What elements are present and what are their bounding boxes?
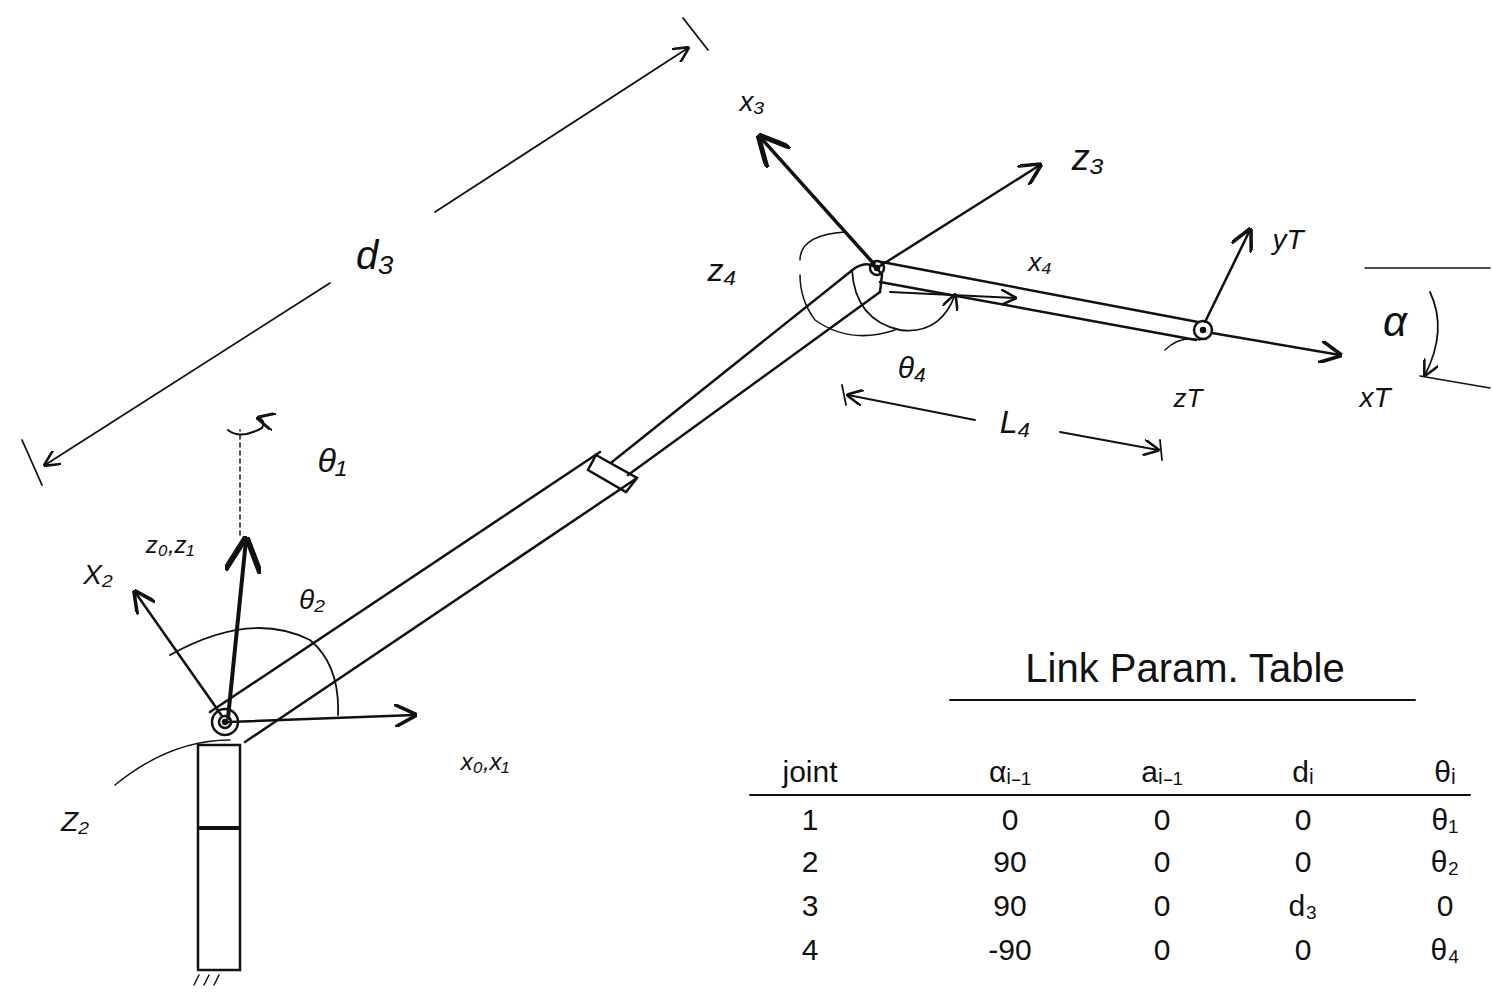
table-cell: 0: [1152, 891, 1173, 921]
table-cell: 1: [800, 805, 821, 835]
table-header: aᵢ₋₁: [1139, 757, 1185, 787]
angle-label: θ₂: [297, 586, 327, 614]
base-pedestal: [198, 745, 240, 970]
table-cell: 3: [800, 891, 821, 921]
table-cell: 90: [991, 891, 1028, 921]
axis-label: xT: [1357, 384, 1392, 412]
table-header: θᵢ: [1432, 757, 1457, 787]
angle-label: θ₄: [896, 353, 928, 383]
angle-label: θ₁: [315, 443, 348, 477]
table-cell: 0: [1293, 935, 1314, 965]
table-cell: 0: [1293, 847, 1314, 877]
axis-label: x₀,x₁: [459, 750, 511, 774]
axis-label: Z₂: [59, 808, 91, 836]
table-cell: 2: [800, 847, 821, 877]
table-title: Link Param. Table: [1023, 648, 1346, 688]
table-cell: θ₁: [1430, 805, 1461, 835]
table-cell: 0: [1152, 935, 1173, 965]
axis-label: yT: [1270, 226, 1305, 254]
axis-label: z₄: [706, 254, 739, 286]
dimension-label: d₃: [354, 235, 396, 275]
table-header: joint: [780, 757, 839, 787]
axis-label: z₀,z₁: [144, 533, 196, 557]
table-cell: 0: [1152, 847, 1173, 877]
axis-label: zT: [1172, 385, 1205, 411]
table-cell: θ₂: [1429, 847, 1461, 877]
table-cell: 4: [800, 935, 821, 965]
table-cell: d₃: [1287, 891, 1320, 921]
axis-label: x₃: [737, 88, 766, 116]
axis-label: x₄: [1026, 249, 1053, 275]
table-cell: 0: [1435, 891, 1456, 921]
table-header: dᵢ: [1290, 757, 1315, 787]
angle-label: α: [1381, 301, 1409, 343]
axis-label: X₂: [81, 561, 114, 589]
table-cell: 90: [991, 847, 1028, 877]
table-cell: -90: [986, 935, 1033, 965]
dimension-label: L₄: [998, 406, 1033, 438]
table-cell: 0: [1152, 805, 1173, 835]
table-cell: 0: [1293, 805, 1314, 835]
table-cell: θ₄: [1429, 935, 1462, 965]
table-cell: 0: [1000, 805, 1021, 835]
axis-label: z₃: [1070, 140, 1106, 176]
table-header: αᵢ₋₁: [987, 757, 1033, 787]
